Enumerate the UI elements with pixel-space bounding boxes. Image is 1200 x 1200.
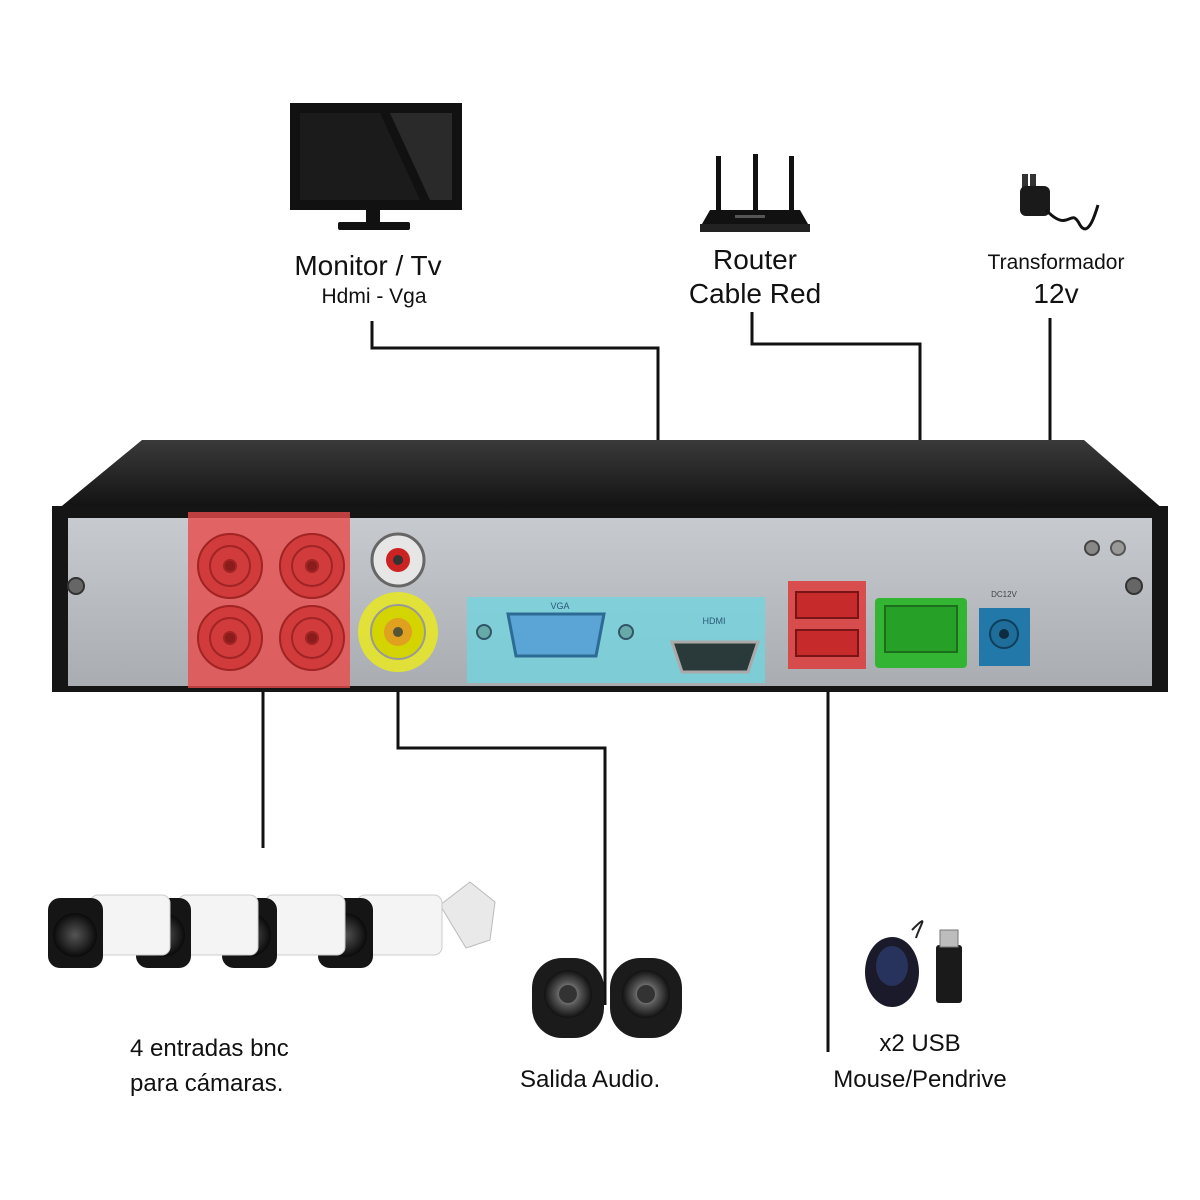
lan-port bbox=[875, 598, 967, 668]
cameras-line2: para cámaras. bbox=[130, 1070, 284, 1097]
usb-ports bbox=[788, 581, 866, 669]
power-title: Transformador bbox=[987, 251, 1125, 274]
power-subtitle: 12v bbox=[1033, 278, 1079, 309]
vga-port-label: VGA bbox=[550, 601, 570, 611]
router-icon bbox=[700, 154, 810, 232]
usb-line2: Mouse/Pendrive bbox=[833, 1066, 1007, 1093]
monitor-subtitle: Hdmi - Vga bbox=[321, 285, 427, 308]
cameras-line1: 4 entradas bnc bbox=[130, 1035, 289, 1062]
hdmi-port-label: HDMI bbox=[702, 616, 726, 626]
audio-ports bbox=[358, 532, 438, 672]
power-adapter-icon bbox=[1020, 174, 1100, 231]
monitor-icon bbox=[290, 103, 462, 230]
video-outputs bbox=[467, 597, 765, 683]
power-port bbox=[979, 608, 1030, 666]
router-title: Router bbox=[712, 244, 798, 275]
bnc-inputs bbox=[188, 512, 350, 688]
usb-mouse-icon bbox=[865, 920, 962, 1007]
power-port-label: DC12V bbox=[991, 590, 1017, 599]
bullet-camera-icon bbox=[48, 881, 496, 968]
monitor-title: Monitor / Tv bbox=[294, 250, 442, 281]
usb-line1: x2 USB bbox=[879, 1030, 961, 1057]
router-subtitle: Cable Red bbox=[688, 278, 822, 309]
speaker-icon bbox=[532, 958, 682, 1038]
audio-label: Salida Audio. bbox=[520, 1066, 661, 1093]
